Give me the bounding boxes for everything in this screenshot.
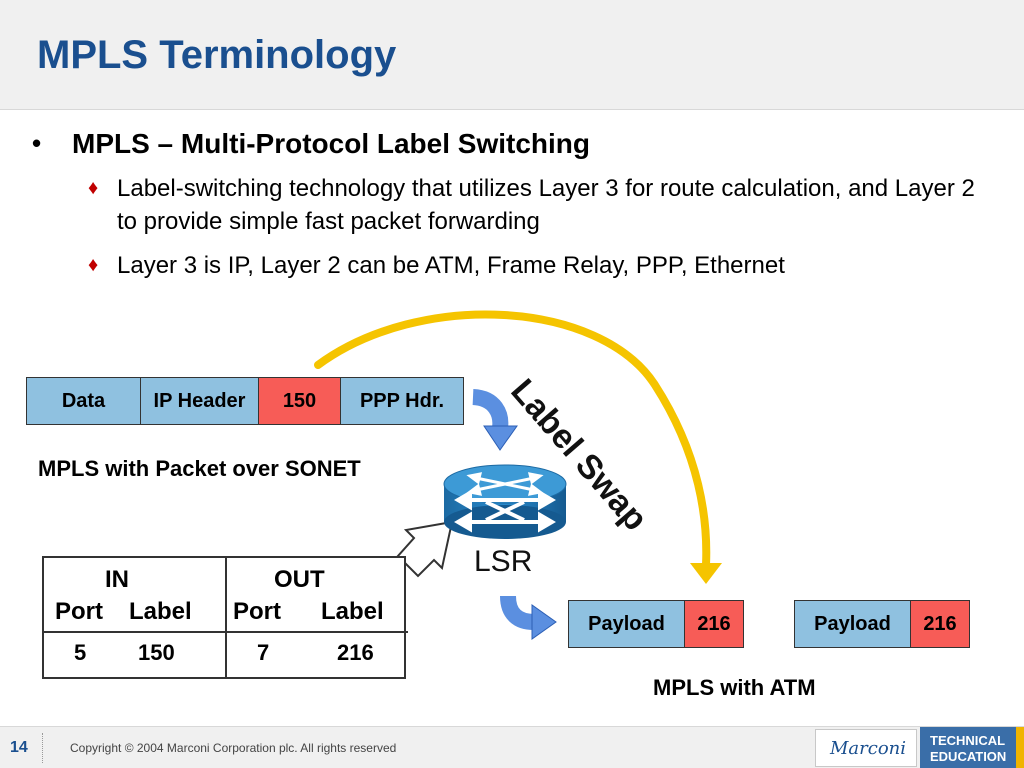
table-divider (225, 558, 227, 677)
in-port-header: Port (55, 598, 103, 625)
label-cell: 150 (259, 378, 341, 424)
ppp-header-cell: PPP Hdr. (341, 378, 463, 424)
out-header: OUT (274, 566, 325, 593)
footer: 14 Copyright © 2004 Marconi Corporation … (0, 726, 1024, 768)
ip-header-cell: IP Header (141, 378, 259, 424)
label-cell: 216 (911, 601, 969, 647)
sub-bullet-text: Layer 3 is IP, Layer 2 can be ATM, Frame… (117, 252, 785, 279)
blue-arrow-in-icon (471, 389, 518, 451)
out-port-value: 7 (257, 640, 270, 665)
marconi-logo: Marconi (815, 729, 917, 767)
badge-line-1: TECHNICAL (930, 733, 1006, 748)
payload-cell: Payload (795, 601, 911, 647)
bullet-dot: • (32, 128, 42, 158)
lsr-label: LSR (474, 545, 533, 578)
out-label-value: 216 (337, 640, 374, 665)
payload-cell: Payload (569, 601, 685, 647)
diamond-bullet-icon: ♦ (88, 254, 99, 276)
technical-education-badge: TECHNICAL EDUCATION (920, 727, 1016, 768)
diamond-bullet-icon: ♦ (88, 177, 99, 199)
table-divider (44, 631, 408, 633)
sub-bullet-text: Label-switching technology that utilizes… (117, 175, 975, 235)
badge-line-2: EDUCATION (930, 749, 1007, 764)
blue-arrow-out-icon (500, 595, 557, 640)
atm-cell: Payload 216 (794, 600, 970, 648)
label-cell: 216 (685, 601, 743, 647)
copyright-text: Copyright © 2004 Marconi Corporation plc… (70, 741, 397, 755)
accent-stripe (1016, 727, 1024, 768)
in-label-header: Label (129, 598, 192, 625)
callout-arrow-icon (396, 520, 454, 578)
in-port-value: 5 (74, 640, 87, 665)
sonet-packet: Data IP Header 150 PPP Hdr. (26, 377, 464, 425)
out-label-header: Label (321, 598, 384, 625)
in-label-value: 150 (138, 640, 175, 665)
title-band: MPLS Terminology (0, 0, 1024, 110)
label-swap-arrow (314, 310, 722, 584)
out-port-header: Port (233, 598, 281, 625)
atm-cell: Payload 216 (568, 600, 744, 648)
footer-divider (42, 733, 43, 763)
data-cell: Data (27, 378, 141, 424)
in-header: IN (105, 566, 129, 593)
logo-text: Marconi (830, 738, 907, 759)
slide-title: MPLS Terminology (37, 33, 397, 77)
router-icon (443, 464, 567, 539)
sonet-caption: MPLS with Packet over SONET (38, 456, 361, 481)
main-bullet-text: MPLS – Multi-Protocol Label Switching (72, 128, 591, 159)
label-table: IN OUT Port Label Port Label 5 150 7 216 (42, 556, 408, 679)
page-number: 14 (10, 739, 28, 756)
atm-caption: MPLS with ATM (653, 675, 816, 700)
